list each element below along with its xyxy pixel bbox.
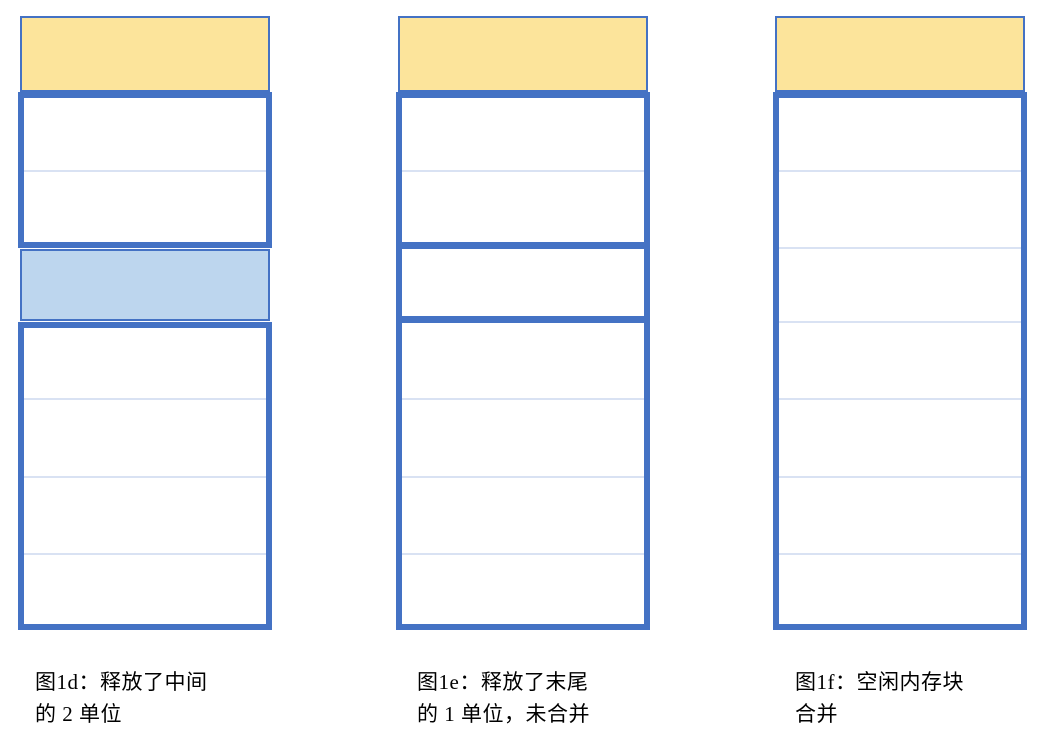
figure-caption: 图1d：释放了中间 的 2 单位 xyxy=(35,666,271,730)
unit-divider-line xyxy=(24,553,266,555)
free-memory-block xyxy=(18,322,272,630)
figure-caption: 图1f：空闲内存块 合并 xyxy=(795,666,1031,730)
caption-line: 图1f：空闲内存块 xyxy=(795,670,964,694)
figure-caption: 图1e：释放了末尾 的 1 单位，未合并 xyxy=(417,666,653,730)
caption-line: 图1e：释放了末尾 xyxy=(417,670,589,694)
free-memory-block xyxy=(396,243,650,322)
free-memory-block xyxy=(396,92,650,248)
figure-1f: 图1f：空闲内存块 合并 xyxy=(773,0,1031,744)
unit-divider-line xyxy=(24,398,266,400)
unit-divider-line xyxy=(779,398,1021,400)
reserved-memory-block xyxy=(775,16,1025,92)
free-memory-block xyxy=(18,92,272,248)
memory-column xyxy=(18,0,274,660)
caption-line: 图1d：释放了中间 xyxy=(35,670,208,694)
unit-divider-line xyxy=(402,398,644,400)
unit-divider-line xyxy=(779,321,1021,323)
caption-line: 的 1 单位，未合并 xyxy=(417,702,590,726)
unit-divider-line xyxy=(24,476,266,478)
reserved-memory-block xyxy=(398,16,648,92)
reserved-memory-block xyxy=(20,16,270,92)
free-memory-block xyxy=(396,317,650,630)
unit-divider-line xyxy=(402,476,644,478)
unit-divider-line xyxy=(779,247,1021,249)
unit-divider-line xyxy=(779,553,1021,555)
allocated-memory-block xyxy=(20,249,270,321)
figure-1d: 图1d：释放了中间 的 2 单位 xyxy=(18,0,274,744)
free-memory-block xyxy=(773,92,1027,630)
unit-divider-line xyxy=(402,553,644,555)
caption-line: 的 2 单位 xyxy=(35,702,122,726)
memory-column xyxy=(396,0,652,660)
unit-divider-line xyxy=(402,170,644,172)
unit-divider-line xyxy=(779,476,1021,478)
memory-column xyxy=(773,0,1029,660)
figure-1e: 图1e：释放了末尾 的 1 单位，未合并 xyxy=(396,0,653,744)
caption-line: 合并 xyxy=(795,702,838,726)
unit-divider-line xyxy=(779,170,1021,172)
unit-divider-line xyxy=(24,170,266,172)
